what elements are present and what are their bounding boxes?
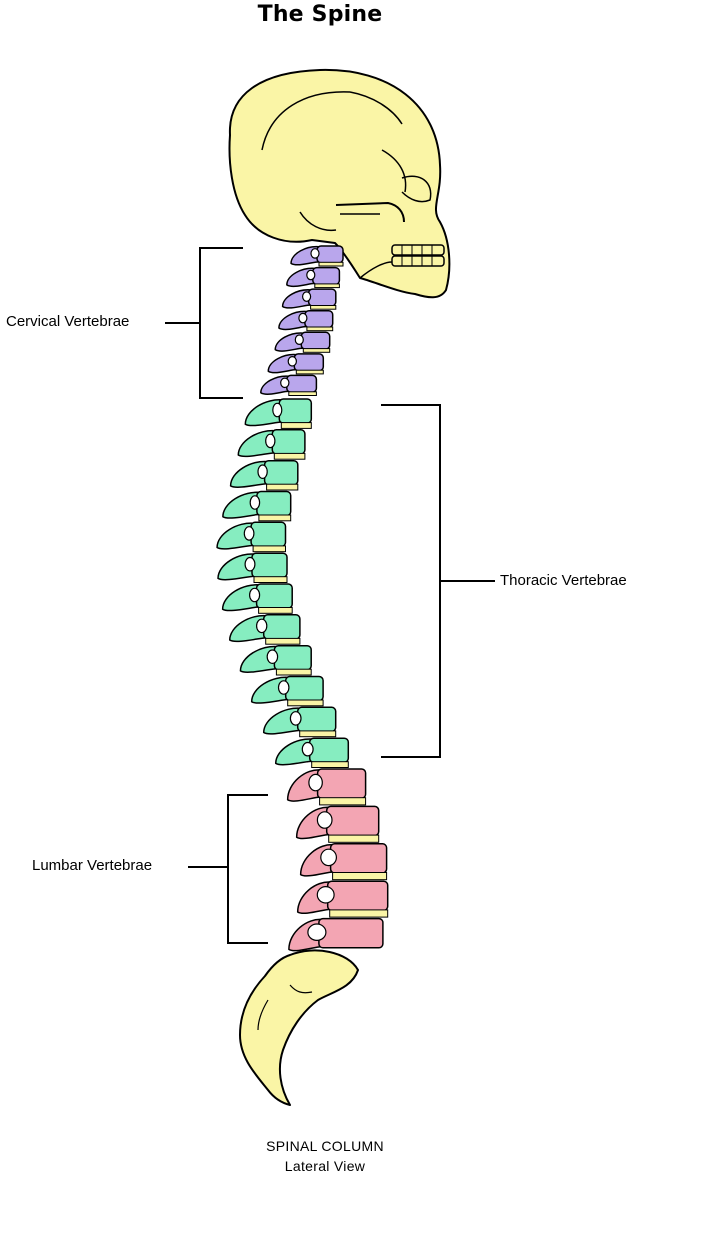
- thoracic-vertebra-12: [274, 737, 350, 769]
- lumbar-vertebra-2: [295, 805, 380, 843]
- intervertebral-disc: [258, 514, 292, 522]
- lumbar-vertebrae-label: Lumbar Vertebrae: [32, 857, 153, 874]
- cervical-vertebra-2: [286, 266, 341, 289]
- intervertebral-disc: [287, 699, 324, 707]
- lumbar-vertebra-3: [299, 843, 388, 881]
- vertebrae-group: [216, 245, 389, 952]
- cervical-vertebra-6: [267, 353, 325, 375]
- thoracic-vertebra-8: [228, 614, 301, 645]
- thoracic-vertebra-3: [229, 459, 299, 491]
- intervertebral-disc: [306, 326, 334, 332]
- thoracic-vertebra-2: [237, 429, 306, 460]
- intervertebral-disc: [252, 545, 287, 553]
- thoracic-vertebrae-label: Thoracic Vertebrae: [500, 572, 627, 589]
- intervertebral-disc: [329, 909, 389, 918]
- intervertebral-disc: [275, 668, 312, 676]
- intervertebral-disc: [328, 834, 380, 843]
- cervical-vertebra-5: [274, 331, 331, 353]
- intervertebral-disc: [295, 369, 324, 375]
- intervertebral-disc: [258, 607, 293, 614]
- thoracic-vertebra-7: [221, 583, 293, 614]
- intervertebral-disc: [302, 348, 331, 353]
- intervertebral-disc: [273, 452, 306, 460]
- cervical-vertebra-7: [260, 374, 318, 396]
- cervical-vertebra-1: [290, 245, 344, 267]
- intervertebral-disc: [310, 305, 337, 310]
- intervertebral-disc: [280, 422, 312, 429]
- intervertebral-disc: [299, 730, 337, 738]
- cervical-bracket: [165, 247, 243, 399]
- sacrum-coccyx-shape: [239, 949, 359, 1106]
- intervertebral-disc: [288, 391, 317, 396]
- thoracic-vertebra-5: [216, 521, 287, 553]
- thoracic-vertebra-6: [217, 552, 288, 584]
- cervical-vertebra-4: [278, 309, 334, 332]
- teeth: [391, 244, 445, 267]
- intervertebral-disc: [266, 483, 299, 491]
- thoracic-vertebra-10: [250, 675, 324, 707]
- intervertebral-disc: [311, 761, 349, 769]
- caption-line-1: SPINAL COLUMN: [266, 1138, 384, 1154]
- cervical-vertebra-3: [281, 288, 337, 310]
- skull-illustration: [228, 68, 451, 299]
- intervertebral-disc: [318, 261, 344, 267]
- lumbar-vertebra-5: [288, 917, 384, 952]
- thoracic-vertebra-4: [222, 490, 292, 522]
- lumbar-vertebra-1: [286, 768, 367, 806]
- thoracic-vertebra-11: [262, 706, 337, 738]
- lumbar-bracket: [188, 794, 268, 944]
- thoracic-vertebra-9: [239, 644, 312, 676]
- thoracic-vertebra-1: [244, 398, 313, 429]
- intervertebral-disc: [314, 283, 340, 289]
- intervertebral-disc: [332, 872, 388, 881]
- diagram-title: The Spine: [257, 2, 383, 27]
- thoracic-bracket: [381, 404, 495, 758]
- intervertebral-disc: [265, 637, 301, 645]
- skull-shape: [228, 68, 451, 299]
- cervical-vertebrae-label: Cervical Vertebrae: [6, 313, 130, 330]
- intervertebral-disc: [253, 576, 288, 584]
- caption-line-2: Lateral View: [284, 1158, 366, 1174]
- intervertebral-disc: [319, 797, 367, 806]
- lumbar-vertebra-4: [296, 880, 389, 918]
